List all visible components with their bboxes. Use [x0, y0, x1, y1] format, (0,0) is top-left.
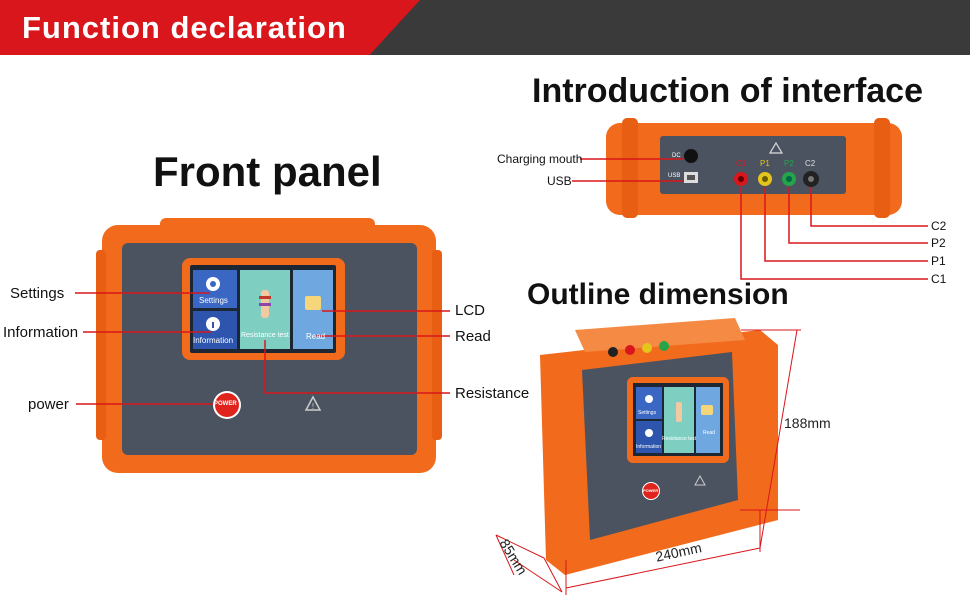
- dc-port-label: DC: [672, 153, 681, 159]
- header-banner: Function declaration: [0, 0, 970, 55]
- height-dimension: 188mm: [784, 415, 831, 431]
- outline-read-tile: [696, 387, 720, 453]
- read-callout: Read: [455, 328, 491, 345]
- c2-callout: C2: [931, 219, 947, 233]
- outline-information-label: Information: [636, 444, 662, 450]
- banner-red-stripe: [0, 0, 420, 55]
- front-panel-heading: Front panel: [153, 148, 382, 195]
- outline-read-label: Read: [703, 430, 715, 436]
- usb-callout: USB: [547, 174, 572, 188]
- p1-port-label: P1: [760, 159, 770, 168]
- power-callout: power: [28, 396, 69, 413]
- interface-callout-lines: [572, 158, 928, 280]
- information-callout: Information: [3, 324, 79, 341]
- warning-icon: [304, 395, 322, 411]
- c2-port-label: C2: [805, 159, 816, 168]
- front-callout-lines: [75, 292, 450, 405]
- power-button-label: POWER: [214, 401, 237, 407]
- folder-icon: [305, 296, 321, 310]
- front-panel-device: !: [96, 218, 442, 473]
- power-button[interactable]: [215, 393, 239, 417]
- outline-power-button: [643, 483, 659, 499]
- usb-port-label: USB: [668, 173, 681, 179]
- interface-device: [606, 118, 902, 218]
- p1-callout: P1: [931, 254, 946, 268]
- p2-callout: P2: [931, 236, 946, 250]
- dc-port: [684, 149, 698, 163]
- lcd-callout: LCD: [455, 302, 486, 319]
- read-tile-label: Read: [306, 332, 326, 341]
- svg-text:!: !: [312, 402, 314, 411]
- outline-device: [540, 318, 778, 575]
- dimension-lines: [495, 329, 801, 595]
- c1-callout: C1: [931, 272, 947, 286]
- c1-port-label: C1: [736, 159, 747, 168]
- information-tile-label: Information: [193, 336, 234, 345]
- resistance-tile-label: Resistance test: [241, 332, 289, 339]
- settings-tile-label: Settings: [199, 296, 228, 305]
- outline-resistance-label: Resistance test: [662, 436, 697, 442]
- interface-heading: Introduction of interface: [532, 72, 923, 110]
- resistance-callout: Resistance: [455, 385, 530, 402]
- p2-port-label: P2: [784, 159, 794, 168]
- outline-settings-label: Settings: [638, 410, 657, 416]
- outline-power-label: POWER: [643, 488, 659, 493]
- banner-title: Function declaration: [22, 10, 347, 45]
- outline-heading: Outline dimension: [527, 278, 789, 311]
- settings-callout: Settings: [10, 285, 65, 302]
- charging-mouth-callout: Charging mouth: [497, 152, 583, 166]
